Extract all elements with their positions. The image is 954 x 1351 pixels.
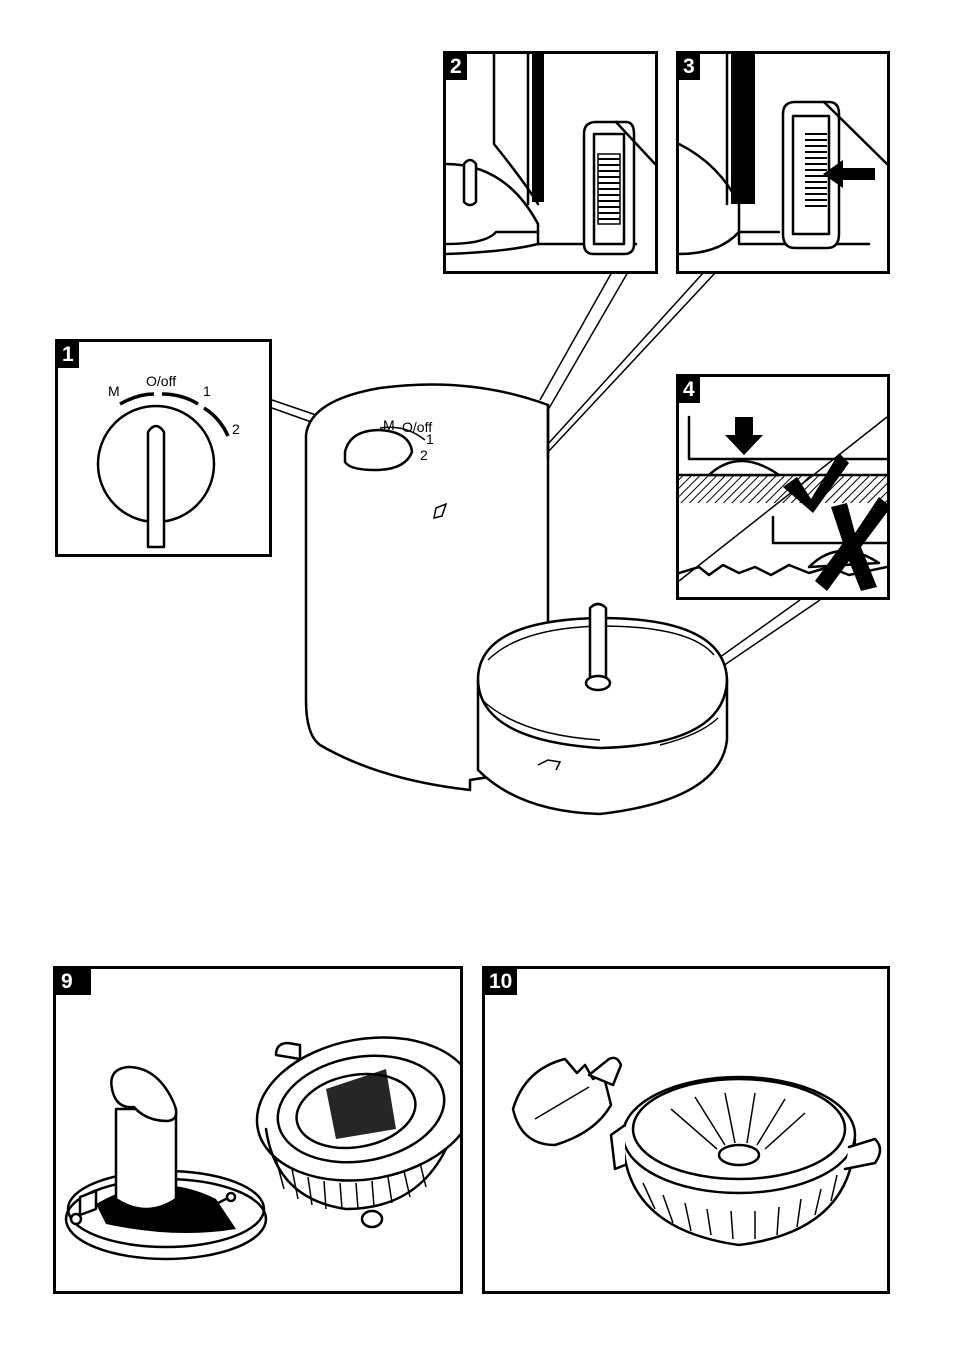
filter-grille [598, 154, 620, 224]
dial-label-two: 2 [232, 421, 240, 437]
juicer-parts-illustration [56, 969, 460, 1291]
juicer-bowl [611, 1077, 880, 1245]
pusher-and-lid [66, 1067, 266, 1259]
housing-dial-one: 1 [426, 431, 434, 447]
panel-10-assembled-juicer: 10 [482, 966, 890, 1294]
housing-dial-two: 2 [420, 447, 428, 463]
panel-9-juicer-parts: 9 [53, 966, 463, 1294]
press-cone [513, 1058, 621, 1145]
panel-1-dial: 1 M O/off 1 2 [55, 339, 272, 557]
dial-label-m: M [108, 383, 120, 399]
down-arrow-icon [725, 417, 763, 455]
dial-label-one: 1 [203, 383, 211, 399]
panel-3-filter-insert: 3 [676, 51, 890, 274]
filter-insert-illustration [679, 54, 887, 271]
filter-slot-illustration [446, 54, 655, 271]
dial-label-off: O/off [146, 373, 176, 389]
assembled-juicer-illustration [485, 969, 887, 1291]
housing-dial-m: M [383, 417, 395, 433]
juice-container [246, 1021, 460, 1227]
dial-closeup: M O/off 1 2 [58, 342, 269, 554]
panel-2-filter-slot: 2 [443, 51, 658, 274]
base-disc [478, 604, 727, 814]
placement-illustration [679, 377, 887, 597]
panel-4-placement: 4 [676, 374, 890, 600]
